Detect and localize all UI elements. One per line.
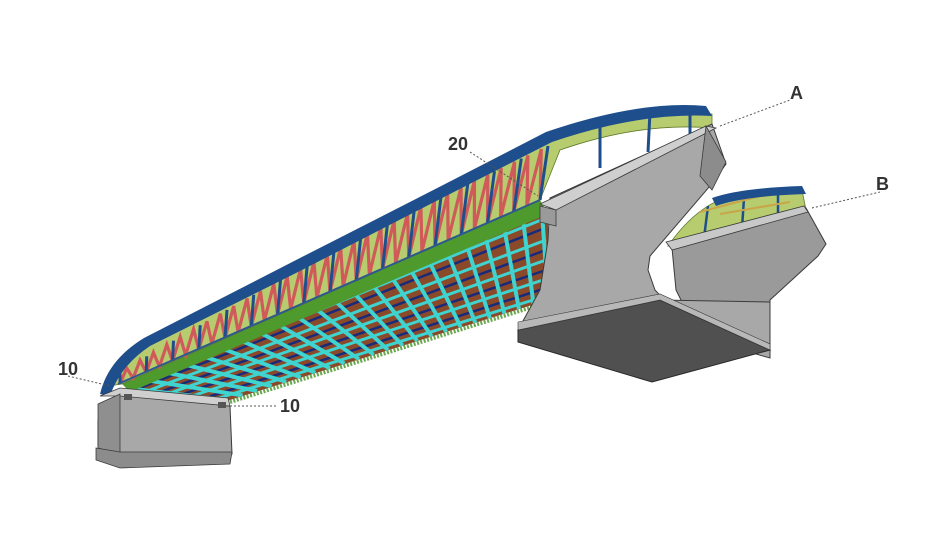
deck-cross-beam	[182, 362, 273, 389]
front-block-side	[699, 124, 727, 191]
deck-cross-beam	[426, 259, 463, 329]
leader-10-left	[67, 375, 111, 387]
deck-cross-beam	[445, 251, 478, 324]
truss-b-top-chord	[712, 186, 806, 206]
deck-cross-beam	[201, 354, 287, 384]
truss-post	[223, 309, 229, 339]
leader-b	[811, 191, 881, 209]
truss-post	[512, 158, 523, 212]
leader-a	[719, 99, 791, 127]
abutment-ledge	[539, 205, 557, 227]
truss-a	[100, 105, 713, 397]
left-abutment-side	[97, 393, 121, 455]
truss-post	[328, 250, 336, 293]
deck-edge-girder	[122, 200, 548, 392]
truss-post	[433, 196, 443, 247]
truss-post	[354, 236, 363, 281]
truss-post	[171, 340, 175, 362]
foundation-top-face	[517, 293, 771, 351]
deck-cross-beam	[521, 219, 536, 305]
callout-10-bottom: 10	[280, 396, 300, 416]
truss-post	[459, 183, 470, 235]
truss-post	[144, 356, 149, 373]
callout-10-left: 10	[58, 359, 78, 379]
deck-cross-beam	[502, 227, 521, 310]
left-abutment-base	[95, 447, 233, 469]
deck-cross-beam	[219, 346, 302, 380]
deck	[122, 200, 550, 404]
truss-post	[197, 325, 202, 350]
truss-post	[276, 279, 282, 316]
deck-cross-beam	[144, 378, 243, 398]
truss-a-verticals	[118, 110, 692, 384]
deck-cross-beam	[163, 370, 258, 393]
truss-post	[407, 209, 416, 258]
rear-wing-top	[665, 205, 809, 251]
truss-post	[381, 223, 389, 270]
callout-b: B	[876, 174, 889, 194]
deck-cross-beam	[483, 235, 507, 315]
bearing-right	[218, 402, 226, 408]
callouts: A B 20 10 10	[58, 83, 889, 416]
callout-a: A	[790, 83, 803, 103]
deck-stringers	[139, 226, 547, 400]
truss-b-bracing	[699, 195, 791, 215]
deck-cross-beam	[407, 267, 448, 333]
truss-post	[302, 265, 309, 304]
callout-20: 20	[448, 134, 468, 154]
truss-post	[538, 145, 550, 201]
left-abutment	[95, 387, 233, 469]
truss-post	[249, 294, 256, 327]
truss-post	[486, 170, 496, 224]
right-abutment	[517, 123, 827, 383]
front-block-top	[538, 125, 718, 211]
leader-20	[469, 151, 539, 197]
bearing-left	[124, 394, 132, 400]
deck-cross-beam	[464, 243, 492, 319]
truss-post	[646, 111, 652, 153]
truss-a-bottom-chord	[117, 199, 541, 385]
deck-right-edge	[229, 300, 549, 404]
